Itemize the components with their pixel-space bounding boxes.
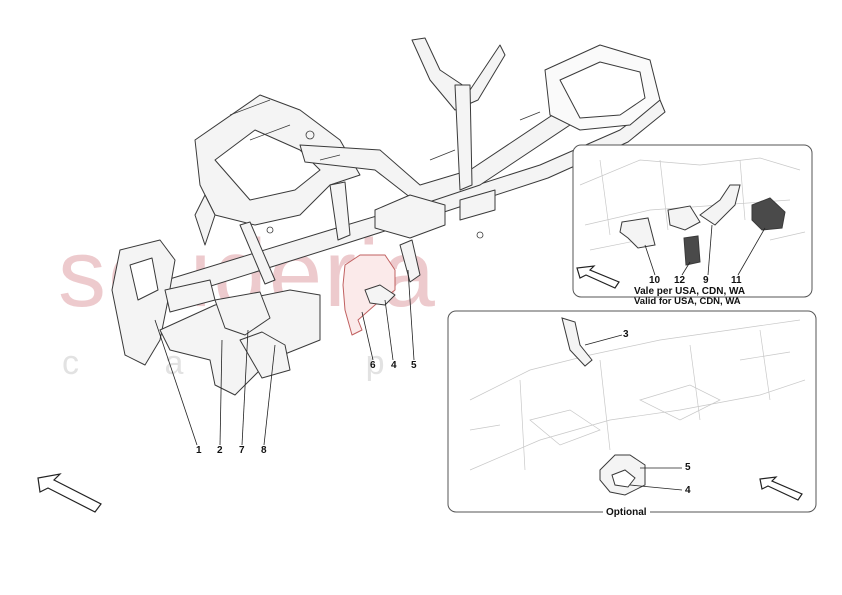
inset-bottom-ghost-frame (469, 319, 806, 471)
bracket-4 (364, 284, 396, 306)
frame-details (229, 99, 541, 239)
note-italian: Vale per USA, CDN, WA (634, 286, 746, 297)
left-end-bracket (111, 239, 176, 366)
direction-arrow-inset-bottom (759, 476, 803, 501)
mid-strut (329, 181, 351, 241)
left-frame-opening (214, 129, 321, 201)
lower-bracket-8 (239, 331, 291, 379)
top-bracket (411, 37, 506, 111)
callout-11: 11 (731, 275, 742, 286)
part-11 (751, 197, 786, 231)
part-12 (683, 235, 701, 266)
callout-12: 12 (674, 275, 686, 286)
optional-caption: Optional (603, 508, 650, 518)
left-strut (239, 221, 276, 285)
main-leader-lines (154, 269, 415, 446)
left-frame-leg (194, 194, 216, 246)
callout-3: 3 (623, 329, 629, 340)
callout-4-inset: 4 (685, 485, 691, 496)
callout-1: 1 (196, 445, 202, 456)
cross-car-beam (111, 37, 666, 396)
vertical-strut (454, 84, 473, 191)
callout-4: 4 (391, 360, 397, 371)
callout-8: 8 (261, 445, 267, 456)
cross-link (164, 279, 216, 313)
part-4 (611, 469, 636, 488)
center-box (374, 194, 446, 239)
note-english: Valid for USA, CDN, WA (634, 296, 741, 307)
inset-bottom-leaders (584, 334, 683, 491)
part-9 (699, 184, 741, 226)
direction-arrow-main (37, 473, 102, 513)
inset-top-leaders (644, 224, 766, 276)
callout-5-inset: 5 (685, 462, 691, 473)
part-3 (561, 317, 593, 367)
part-10 (619, 217, 656, 249)
bracket-5 (399, 239, 421, 283)
inset-top-ghost-frame (579, 157, 806, 251)
center-plate (459, 189, 496, 221)
right-cage-opening (559, 61, 646, 119)
callout-5: 5 (411, 360, 417, 371)
direction-arrow-inset-top (576, 265, 620, 289)
callout-9: 9 (703, 275, 709, 286)
callout-2: 2 (217, 445, 223, 456)
part-9-bracket (667, 205, 701, 231)
callout-6: 6 (370, 360, 376, 371)
callout-7: 7 (239, 445, 245, 456)
knee-bracket (214, 291, 271, 336)
inset-top-parts (619, 184, 786, 266)
callout-10: 10 (649, 275, 661, 286)
left-bracket-window (129, 257, 159, 301)
